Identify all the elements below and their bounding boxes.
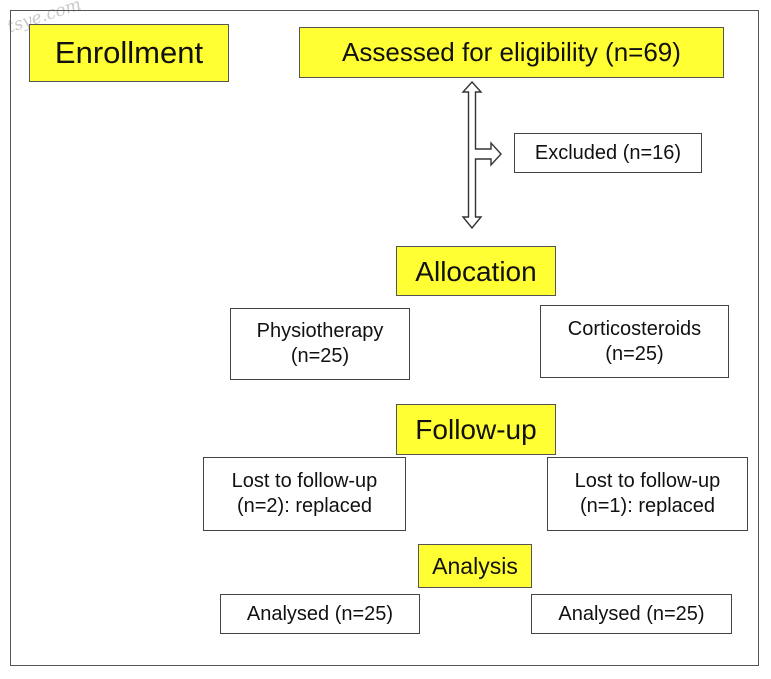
- corticosteroids-label: Corticosteroids: [567, 317, 702, 340]
- excluded-label: Excluded (n=16): [534, 141, 682, 164]
- enrollment-label-box: Enrollment: [29, 24, 229, 82]
- followup-label: Follow-up: [415, 414, 537, 445]
- excluded-box: Excluded (n=16): [514, 133, 702, 173]
- allocation-box: Allocation: [396, 246, 556, 296]
- lost-to-followup-right-box: Lost to follow-up (n=1): replaced: [547, 457, 748, 531]
- lost-to-followup-left-box: Lost to follow-up (n=2): replaced: [203, 457, 406, 531]
- corticosteroids-box: Corticosteroids (n=25): [540, 305, 729, 378]
- analysed-left-box: Analysed (n=25): [220, 594, 420, 634]
- physiotherapy-box: Physiotherapy (n=25): [230, 308, 410, 380]
- assessed-label: Assessed for eligibility (n=69): [342, 37, 681, 68]
- physiotherapy-label: Physiotherapy: [256, 320, 384, 342]
- lost-left-label: Lost to follow-up: [231, 470, 378, 492]
- diagram-frame: [10, 10, 759, 666]
- physiotherapy-count: (n=25): [290, 345, 350, 367]
- eligibility-allocation-arrow: [461, 80, 502, 230]
- followup-box: Follow-up: [396, 404, 556, 455]
- analysed-left-label: Analysed (n=25): [246, 602, 394, 625]
- assessed-box: Assessed for eligibility (n=69): [299, 27, 724, 78]
- lost-right-count: (n=1): replaced: [579, 495, 716, 517]
- enrollment-label: Enrollment: [54, 34, 204, 70]
- corticosteroids-count: (n=25): [605, 342, 664, 365]
- analysed-right-label: Analysed (n=25): [558, 602, 705, 625]
- analysis-label: Analysis: [432, 552, 518, 579]
- analysis-box: Analysis: [418, 544, 532, 588]
- lost-right-label: Lost to follow-up: [574, 470, 721, 492]
- lost-left-count: (n=2): replaced: [236, 495, 373, 517]
- analysed-right-box: Analysed (n=25): [531, 594, 732, 634]
- allocation-label: Allocation: [415, 255, 537, 287]
